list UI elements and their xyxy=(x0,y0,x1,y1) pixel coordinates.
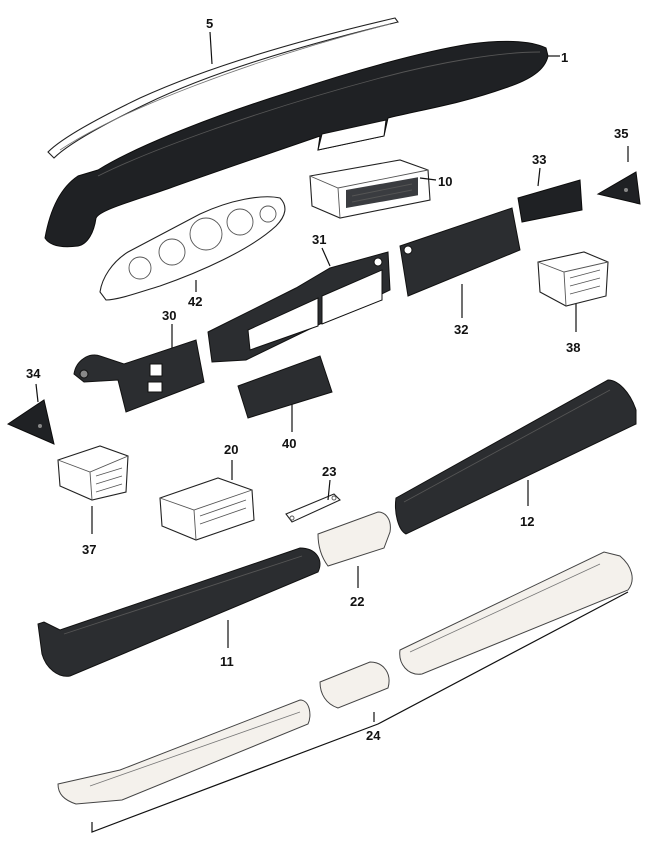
part-23-bracket xyxy=(285,493,341,523)
label-part-34: 34 xyxy=(26,366,41,381)
part-24-bolster-set xyxy=(57,551,633,805)
part-35-end-cap-right xyxy=(596,171,641,205)
part-40-lower-panel xyxy=(237,355,333,419)
label-part-23: 23 xyxy=(322,464,336,479)
label-part-1: 1 xyxy=(561,50,568,65)
part-37-air-vent-left xyxy=(57,445,129,501)
part-20-ashtray xyxy=(159,477,255,541)
label-part-24: 24 xyxy=(366,728,381,743)
label-part-10: 10 xyxy=(438,174,452,189)
part-31-center-trim xyxy=(207,251,391,363)
leader-lines xyxy=(35,31,629,833)
part-11-knee-bolster-left xyxy=(37,547,321,677)
label-part-30: 30 xyxy=(162,308,176,323)
part-12-knee-bolster-right xyxy=(395,379,637,535)
label-part-22: 22 xyxy=(350,594,364,609)
label-part-37: 37 xyxy=(82,542,96,557)
label-part-35: 35 xyxy=(614,126,628,141)
part-1-dash-pad xyxy=(44,40,549,248)
label-part-31: 31 xyxy=(312,232,326,247)
part-10-center-vent xyxy=(309,159,431,219)
part-38-air-vent-right xyxy=(537,251,609,307)
label-part-32: 32 xyxy=(454,322,468,337)
part-32-glovebox-lid xyxy=(399,207,521,297)
label-part-5: 5 xyxy=(206,16,213,31)
part-33-side-panel xyxy=(517,179,583,223)
part-34-end-cap-left xyxy=(6,399,55,445)
part-labels: 5 1 10 33 35 31 42 32 38 30 34 40 20 23 … xyxy=(26,16,628,743)
label-part-12: 12 xyxy=(520,514,534,529)
part-42-gauge-surround xyxy=(99,196,286,301)
label-part-40: 40 xyxy=(282,436,296,451)
part-30-left-trim xyxy=(73,339,205,413)
label-part-20: 20 xyxy=(224,442,238,457)
part-5-trim-strip xyxy=(47,17,399,159)
label-part-42: 42 xyxy=(188,294,202,309)
part-22-console-cover xyxy=(317,511,391,567)
label-part-33: 33 xyxy=(532,152,546,167)
label-part-11: 11 xyxy=(220,654,234,669)
label-part-38: 38 xyxy=(566,340,580,355)
